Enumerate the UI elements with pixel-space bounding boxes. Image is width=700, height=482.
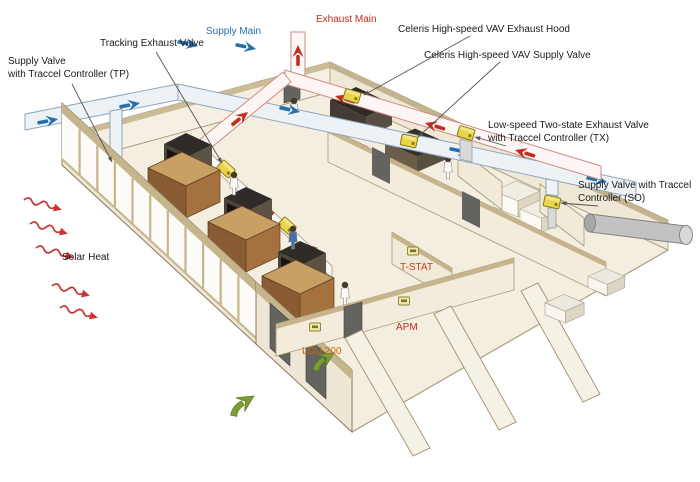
leader-celeris-exhaust-hood [363, 35, 471, 96]
solar-heat-wave-icon [58, 302, 100, 323]
leader-low-speed-exhaust-valve [474, 136, 507, 147]
supply-branch-drop [547, 207, 557, 229]
apm-device [398, 296, 410, 306]
window-glass [62, 113, 256, 338]
corridor-wall [275, 257, 515, 357]
exhaust-stack-cylinder [584, 213, 693, 245]
window-mullions [78, 129, 240, 322]
solar-heat-wave-icon [28, 218, 70, 239]
tstat-partition-wall-top [392, 232, 452, 273]
fin-wall [344, 329, 431, 457]
callout-leader-lines [71, 35, 599, 207]
lower-right-structures [344, 213, 693, 457]
fin-wall [433, 305, 517, 431]
window-sill [61, 158, 257, 339]
supply-flow-arrow-icon [234, 39, 258, 55]
t-stat-device [407, 246, 419, 256]
entry-airflow-arrow-icon [223, 388, 259, 420]
ldu-200-device [309, 322, 321, 332]
exhaust-branch-drop [459, 138, 473, 163]
solar-heat-wave-icon [50, 280, 92, 301]
front-walls [61, 101, 515, 434]
window-wall-fascia [62, 103, 256, 292]
corridor-wall-top [276, 258, 514, 329]
leader-supply-valve-so [560, 201, 599, 207]
supply-flow-arrow-icon [176, 36, 200, 52]
leader-celeris-supply-valve [417, 61, 501, 138]
interior-door [372, 147, 390, 184]
interior-walls [327, 127, 607, 301]
solar-heat-waves [22, 194, 100, 323]
side-table [544, 293, 585, 324]
fin-wall [520, 282, 601, 403]
solar-heat-wave-icon [22, 194, 64, 215]
supply-branch-drop [545, 178, 559, 197]
leader-supply-valve-tp [71, 83, 113, 163]
leader-tracking-exhaust-valve [155, 51, 223, 164]
solar-heat-wave-icon [34, 242, 76, 263]
side-table [587, 268, 626, 297]
room-divider-wall [457, 147, 503, 211]
interior-door [462, 191, 480, 228]
